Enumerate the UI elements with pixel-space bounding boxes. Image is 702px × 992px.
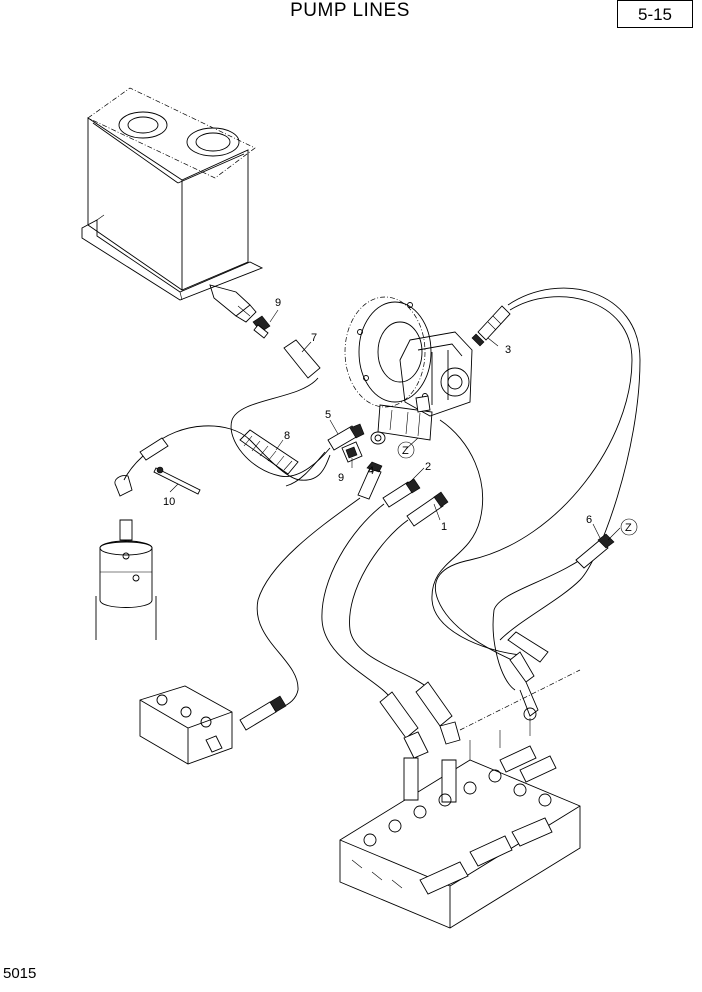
callouts: 2 1 3 4 5 6 7 8 9 9 10 xyxy=(163,297,592,533)
detail-marker-z-pump: Z xyxy=(397,441,415,459)
callout-5: 5 xyxy=(325,409,331,421)
page-number-box: 5-15 xyxy=(617,0,693,28)
fitting-2 xyxy=(382,478,421,508)
callout-8: 8 xyxy=(284,430,290,442)
svg-text:Z: Z xyxy=(402,445,409,457)
solenoid-valve-block xyxy=(139,685,287,765)
hydraulic-tank xyxy=(81,87,264,323)
callout-7: 7 xyxy=(311,332,317,344)
hose-end-fittings xyxy=(379,533,615,759)
fitting-4 xyxy=(357,461,383,500)
callout-4: 4 xyxy=(368,465,374,477)
suction-hose-short xyxy=(283,339,321,379)
boom-cylinder xyxy=(95,437,169,640)
callout-1: 1 xyxy=(441,521,447,533)
leader-lines xyxy=(169,309,621,541)
page-title: PUMP LINES xyxy=(290,0,410,21)
fitting-1 xyxy=(406,491,449,527)
adapter-fitting-5 xyxy=(327,423,386,451)
main-control-valve xyxy=(339,669,581,929)
hose-lines xyxy=(149,287,641,709)
callout-9-lower: 9 xyxy=(338,472,344,484)
hose-clamp-upper xyxy=(252,315,271,339)
callout-10: 10 xyxy=(163,496,175,508)
callout-3: 3 xyxy=(505,344,511,356)
elbow-fitting-3 xyxy=(471,305,511,347)
detail-marker-z-hose: Z xyxy=(620,518,638,536)
cable-tie-10 xyxy=(153,466,201,495)
callout-2: 2 xyxy=(425,461,431,473)
svg-text:Z: Z xyxy=(625,522,632,534)
callout-6: 6 xyxy=(586,514,592,526)
callout-9-upper: 9 xyxy=(275,297,281,309)
hose-clamp-lower xyxy=(341,441,363,463)
figure-number: 5015 xyxy=(3,965,37,982)
main-pump xyxy=(344,296,473,441)
